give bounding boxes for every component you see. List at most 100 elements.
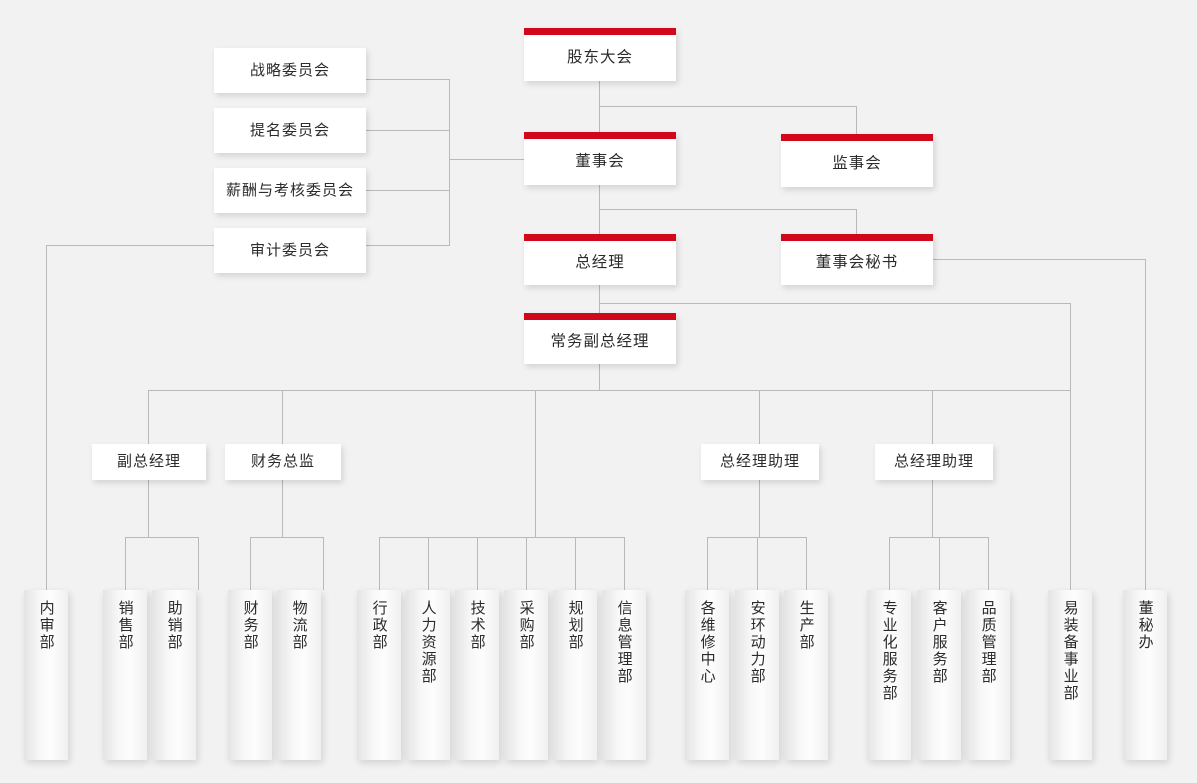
connector-quality-drop: [988, 537, 989, 590]
connector-drop-middle: [535, 390, 536, 537]
dept-human-resources[interactable]: 人力资源部: [406, 590, 450, 760]
node-shareholders[interactable]: 股东大会: [524, 28, 676, 81]
connector-board-bus: [599, 209, 857, 210]
connector-safety-drop: [757, 537, 758, 590]
connector-gma2-stem: [932, 480, 933, 538]
node-deputy-gm[interactable]: 副总经理: [92, 444, 206, 480]
connector-drop-ezhuang: [1070, 390, 1071, 590]
dept-label: 客户服务部: [930, 600, 948, 685]
dept-sales[interactable]: 销售部: [103, 590, 147, 760]
dept-label: 助销部: [165, 600, 183, 651]
dept-administration[interactable]: 行政部: [357, 590, 401, 760]
node-gm-assistant-2[interactable]: 总经理助理: [875, 444, 993, 480]
node-board[interactable]: 董事会: [524, 132, 676, 185]
node-supervisory-board[interactable]: 监事会: [781, 134, 933, 187]
dept-professional-service[interactable]: 专业化服务部: [867, 590, 911, 760]
node-audit-committee[interactable]: 审计委员会: [214, 228, 366, 273]
connector-cfo-stem: [282, 480, 283, 538]
dept-label: 董秘办: [1136, 600, 1154, 651]
dept-label: 采购部: [517, 600, 535, 651]
connector-center-bus: [379, 537, 625, 538]
connector-procurement-drop: [526, 537, 527, 590]
connector-drop-gma2: [932, 390, 933, 444]
connector-drop-gma1: [759, 390, 760, 444]
dept-label: 易装备事业部: [1061, 600, 1079, 702]
dept-customer-service[interactable]: 客户服务部: [917, 590, 961, 760]
node-label: 财务总监: [250, 453, 315, 471]
dept-label: 专业化服务部: [880, 600, 898, 702]
dept-internal-audit[interactable]: 内审部: [24, 590, 68, 760]
node-nomination-committee[interactable]: 提名委员会: [214, 108, 366, 153]
node-label: 总经理助理: [719, 453, 800, 471]
connector-deputy-down: [599, 364, 600, 391]
dept-label: 生产部: [797, 600, 815, 651]
dept-label: 各维修中心: [698, 600, 716, 685]
connector-supervisory-drop: [856, 106, 857, 136]
dept-label: 人力资源部: [419, 600, 437, 685]
connector-logistics-drop: [323, 537, 324, 590]
connector-remuneration: [366, 190, 450, 191]
node-board-secretary[interactable]: 董事会秘书: [781, 234, 933, 285]
connector-finance-drop: [250, 537, 251, 590]
dept-technology[interactable]: 技术部: [455, 590, 499, 760]
connector-shareholders-bus: [599, 106, 857, 107]
connector-strategy: [366, 79, 450, 80]
dept-maintenance-centers[interactable]: 各维修中心: [685, 590, 729, 760]
connector-gm-right-bus: [599, 303, 1070, 304]
connector-audit: [366, 245, 450, 246]
connector-maintenance-drop: [707, 537, 708, 590]
dept-label: 财务部: [241, 600, 259, 651]
node-label: 总经理助理: [893, 453, 974, 471]
connector-sales-support-drop: [198, 537, 199, 590]
connector-admin-drop: [379, 537, 380, 590]
node-strategy-committee[interactable]: 战略委员会: [214, 48, 366, 93]
connector-info-drop: [624, 537, 625, 590]
node-cfo[interactable]: 财务总监: [225, 444, 341, 480]
dept-sales-support[interactable]: 助销部: [152, 590, 196, 760]
node-gm-assistant-1[interactable]: 总经理助理: [701, 444, 819, 480]
connector-drop-deputy-gm: [148, 390, 149, 444]
connector-audit-vertical: [46, 245, 47, 590]
dept-finance[interactable]: 财务部: [228, 590, 272, 760]
dept-quality-management[interactable]: 品质管理部: [966, 590, 1010, 760]
connector-gm-right-drop: [1070, 303, 1071, 390]
connector-committee-rail: [449, 79, 450, 246]
connector-production-drop: [806, 537, 807, 590]
dept-logistics[interactable]: 物流部: [277, 590, 321, 760]
dept-production[interactable]: 生产部: [784, 590, 828, 760]
connector-secretary-right: [932, 259, 1146, 260]
connector-gm-down: [599, 284, 600, 319]
connector-deputygm-stem: [148, 480, 149, 538]
connector-planning-drop: [575, 537, 576, 590]
node-label: 审计委员会: [249, 241, 330, 259]
connector-gma1-stem: [759, 480, 760, 538]
connector-hr-drop: [428, 537, 429, 590]
node-label: 总经理: [575, 253, 625, 271]
dept-label: 规划部: [566, 600, 584, 651]
connector-secretary-vertical: [1145, 259, 1146, 590]
node-label: 副总经理: [116, 453, 181, 471]
connector-proservice-drop: [889, 537, 890, 590]
dept-procurement[interactable]: 采购部: [504, 590, 548, 760]
node-remuneration-committee[interactable]: 薪酬与考核委员会: [214, 168, 366, 213]
dept-ezhuang-division[interactable]: 易装备事业部: [1048, 590, 1092, 760]
connector-tech-drop: [477, 537, 478, 590]
node-executive-deputy-gm[interactable]: 常务副总经理: [524, 313, 676, 364]
dept-information-management[interactable]: 信息管理部: [602, 590, 646, 760]
dept-label: 销售部: [116, 600, 134, 651]
dept-label: 技术部: [468, 600, 486, 651]
dept-label: 物流部: [290, 600, 308, 651]
dept-secretary-office[interactable]: 董秘办: [1123, 590, 1167, 760]
dept-planning[interactable]: 规划部: [553, 590, 597, 760]
connector-deputygm-bus: [125, 537, 199, 538]
connector-committee-rail-to-board: [449, 159, 524, 160]
dept-safety-environment-power[interactable]: 安环动力部: [735, 590, 779, 760]
node-label: 股东大会: [566, 48, 633, 66]
node-general-manager[interactable]: 总经理: [524, 234, 676, 285]
connector-sales-drop: [125, 537, 126, 590]
dept-label: 行政部: [370, 600, 388, 651]
connector-drop-cfo: [282, 390, 283, 444]
connector-custservice-drop: [939, 537, 940, 590]
connector-main-bus: [148, 390, 1071, 391]
dept-label: 品质管理部: [979, 600, 997, 685]
